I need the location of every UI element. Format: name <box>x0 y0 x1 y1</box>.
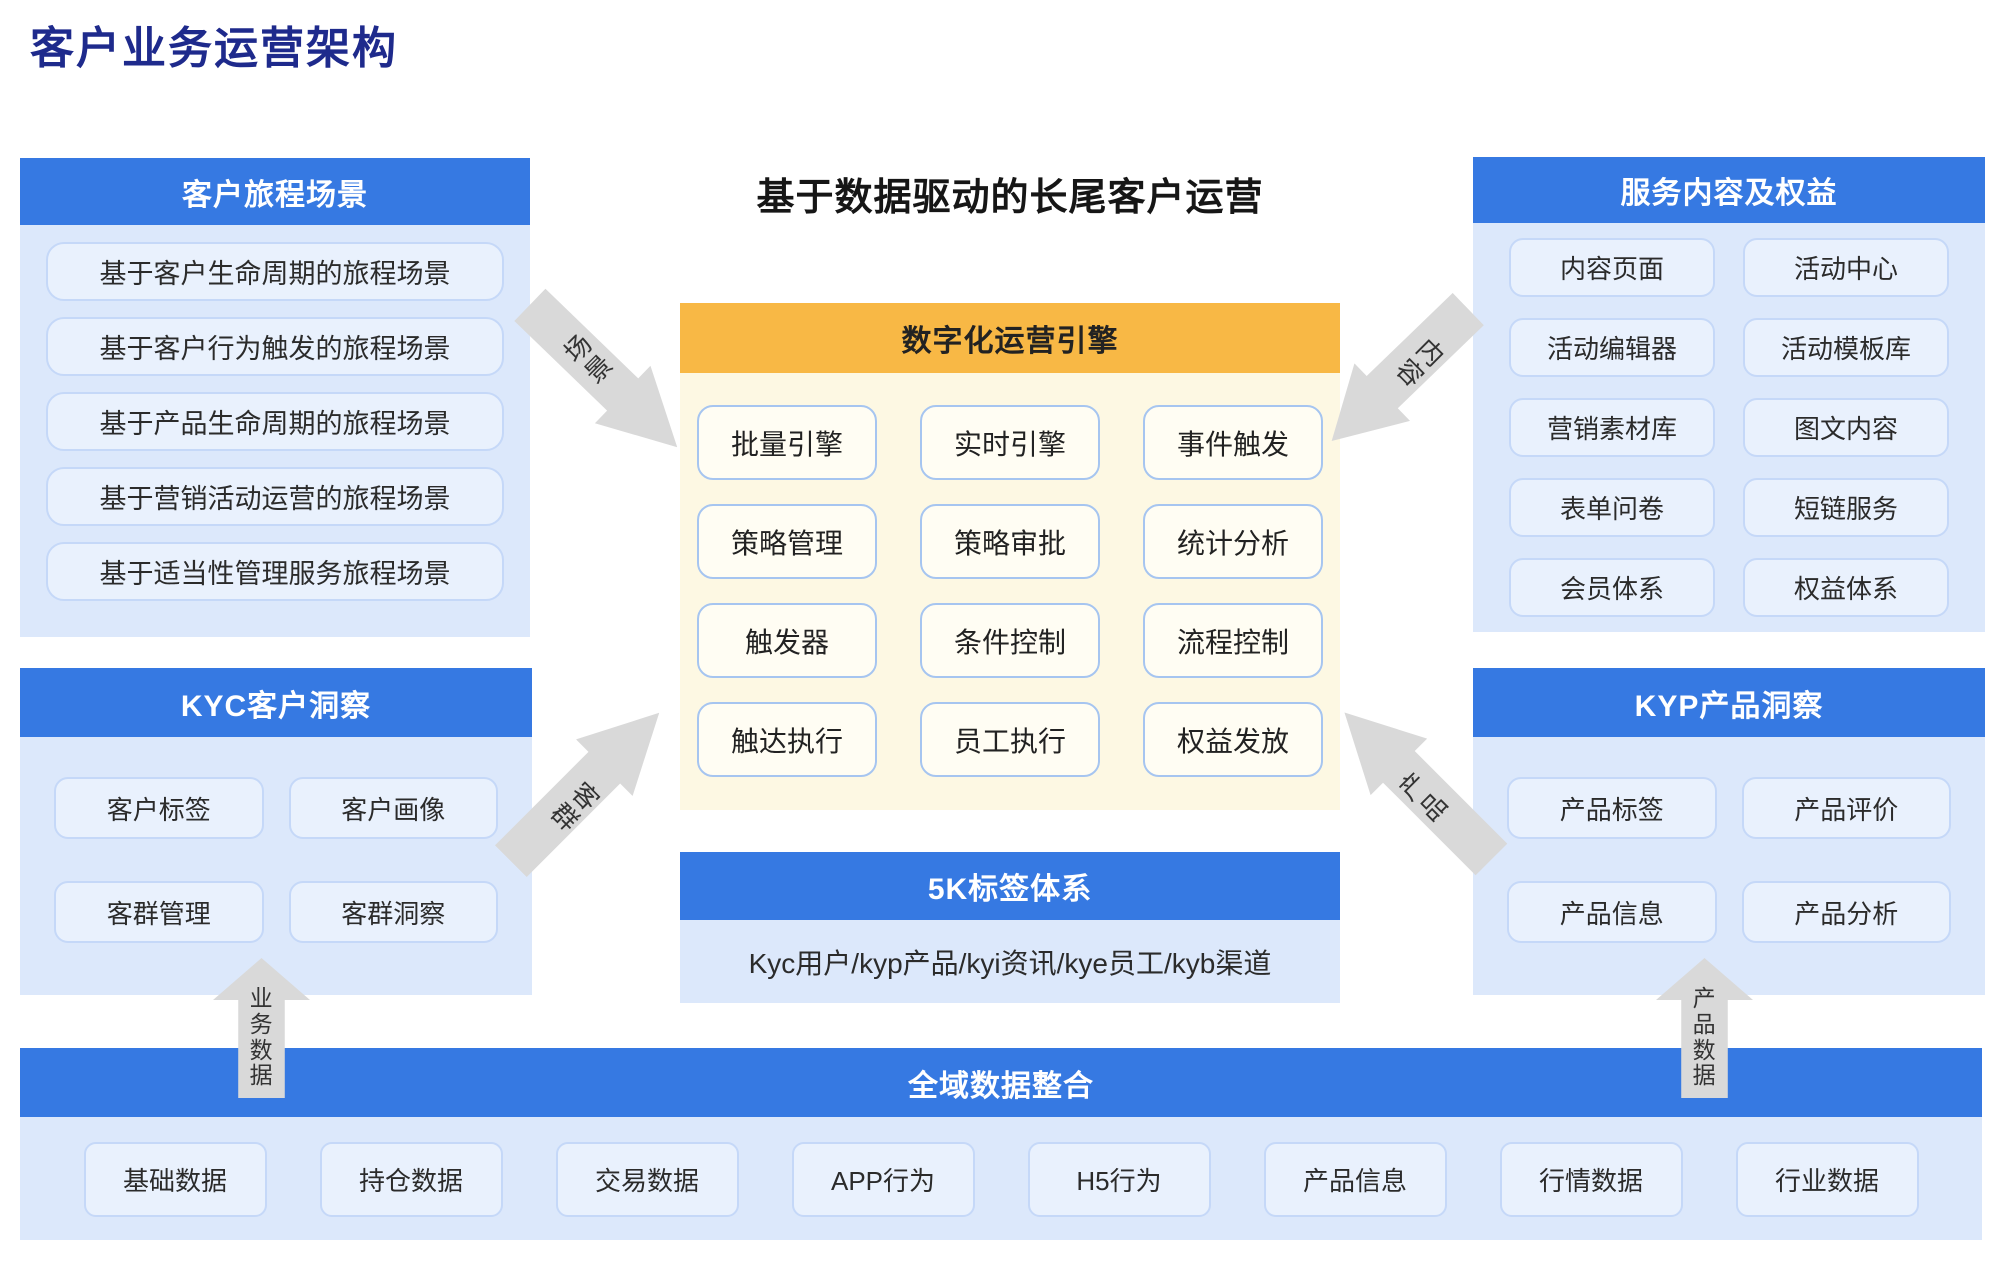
service-item: 表单问卷 <box>1509 478 1715 537</box>
engine-panel: 数字化运营引擎 批量引擎 实时引擎 事件触发 策略管理 策略审批 统计分析 触发… <box>680 303 1340 810</box>
service-item: 内容页面 <box>1509 238 1715 297</box>
data-source-item: H5行为 <box>1027 1142 1211 1217</box>
engine-item: 流程控制 <box>1143 603 1323 678</box>
service-item: 短链服务 <box>1743 478 1949 537</box>
tag-system-panel: 5K标签体系 Kyc用户/kyp产品/kyi资讯/kye员工/kyb渠道 <box>680 852 1340 1003</box>
kyc-panel: KYC客户洞察 客户标签 客户画像 客群管理 客群洞察 <box>20 668 532 995</box>
journey-item: 基于产品生命周期的旅程场景 <box>46 392 504 451</box>
data-integration-body: 基础数据 持仓数据 交易数据 APP行为 H5行为 产品信息 行情数据 行业数据 <box>20 1117 1982 1217</box>
service-panel: 服务内容及权益 内容页面 活动中心 活动编辑器 活动模板库 营销素材库 图文内容… <box>1473 157 1985 632</box>
kyp-item: 产品信息 <box>1507 881 1717 943</box>
engine-item: 事件触发 <box>1143 405 1323 480</box>
data-source-item: 产品信息 <box>1263 1142 1447 1217</box>
kyp-panel-header: KYP产品洞察 <box>1473 668 1985 737</box>
data-integration-header: 全域数据整合 <box>20 1048 1982 1117</box>
service-item: 权益体系 <box>1743 558 1949 617</box>
engine-item: 策略审批 <box>920 504 1100 579</box>
journey-item: 基于营销活动运营的旅程场景 <box>46 467 504 526</box>
journey-item: 基于客户行为触发的旅程场景 <box>46 317 504 376</box>
engine-item: 统计分析 <box>1143 504 1323 579</box>
service-panel-header: 服务内容及权益 <box>1473 157 1985 223</box>
kyc-item: 客群洞察 <box>288 881 498 943</box>
data-source-item: 基础数据 <box>83 1142 267 1217</box>
service-item: 活动中心 <box>1743 238 1949 297</box>
center-title: 基于数据驱动的长尾客户运营 <box>756 177 1264 219</box>
data-source-item: 持仓数据 <box>319 1142 503 1217</box>
kyp-item: 产品评价 <box>1741 777 1951 839</box>
kyc-panel-header: KYC客户洞察 <box>20 668 532 737</box>
product-data-arrow-label: 产品数据 <box>1692 985 1716 1089</box>
kyp-item: 产品分析 <box>1741 881 1951 943</box>
journey-item: 基于适当性管理服务旅程场景 <box>46 542 504 601</box>
kyp-panel: KYP产品洞察 产品标签 产品评价 产品信息 产品分析 <box>1473 668 1985 995</box>
service-item: 图文内容 <box>1743 398 1949 457</box>
kyc-item: 客群管理 <box>54 881 264 943</box>
data-source-item: 行业数据 <box>1735 1142 1919 1217</box>
service-item: 会员体系 <box>1509 558 1715 617</box>
business-data-arrow-label: 业务数据 <box>249 985 273 1089</box>
engine-item: 触发器 <box>697 603 877 678</box>
journey-item: 基于客户生命周期的旅程场景 <box>46 242 504 301</box>
engine-item: 触达执行 <box>697 702 877 777</box>
service-item: 活动编辑器 <box>1509 318 1715 377</box>
page-title: 客户业务运营架构 <box>30 24 398 73</box>
engine-item: 权益发放 <box>1143 702 1323 777</box>
kyp-item: 产品标签 <box>1507 777 1717 839</box>
service-item: 活动模板库 <box>1743 318 1949 377</box>
engine-panel-body: 批量引擎 实时引擎 事件触发 策略管理 策略审批 统计分析 触发器 条件控制 流… <box>680 373 1340 809</box>
data-source-item: 行情数据 <box>1499 1142 1683 1217</box>
engine-item: 批量引擎 <box>697 405 877 480</box>
kyc-item: 客户标签 <box>54 777 264 839</box>
data-integration-panel: 全域数据整合 基础数据 持仓数据 交易数据 APP行为 H5行为 产品信息 行情… <box>20 1048 1982 1240</box>
service-panel-body: 内容页面 活动中心 活动编辑器 活动模板库 营销素材库 图文内容 表单问卷 短链… <box>1473 223 1985 632</box>
tag-system-header: 5K标签体系 <box>680 852 1340 920</box>
data-source-item: 交易数据 <box>555 1142 739 1217</box>
journey-panel: 客户旅程场景 基于客户生命周期的旅程场景 基于客户行为触发的旅程场景 基于产品生… <box>20 158 530 637</box>
engine-item: 员工执行 <box>920 702 1100 777</box>
engine-item: 实时引擎 <box>920 405 1100 480</box>
data-source-item: APP行为 <box>791 1142 975 1217</box>
engine-item: 策略管理 <box>697 504 877 579</box>
engine-item: 条件控制 <box>920 603 1100 678</box>
kyc-panel-body: 客户标签 客户画像 客群管理 客群洞察 <box>20 737 532 983</box>
service-item: 营销素材库 <box>1509 398 1715 457</box>
journey-panel-header: 客户旅程场景 <box>20 158 530 225</box>
kyp-panel-body: 产品标签 产品评价 产品信息 产品分析 <box>1473 737 1985 983</box>
kyc-item: 客户画像 <box>288 777 498 839</box>
journey-panel-body: 基于客户生命周期的旅程场景 基于客户行为触发的旅程场景 基于产品生命周期的旅程场… <box>20 225 530 618</box>
engine-panel-header: 数字化运营引擎 <box>680 303 1340 373</box>
tag-system-body: Kyc用户/kyp产品/kyi资讯/kye员工/kyb渠道 <box>748 947 1272 979</box>
